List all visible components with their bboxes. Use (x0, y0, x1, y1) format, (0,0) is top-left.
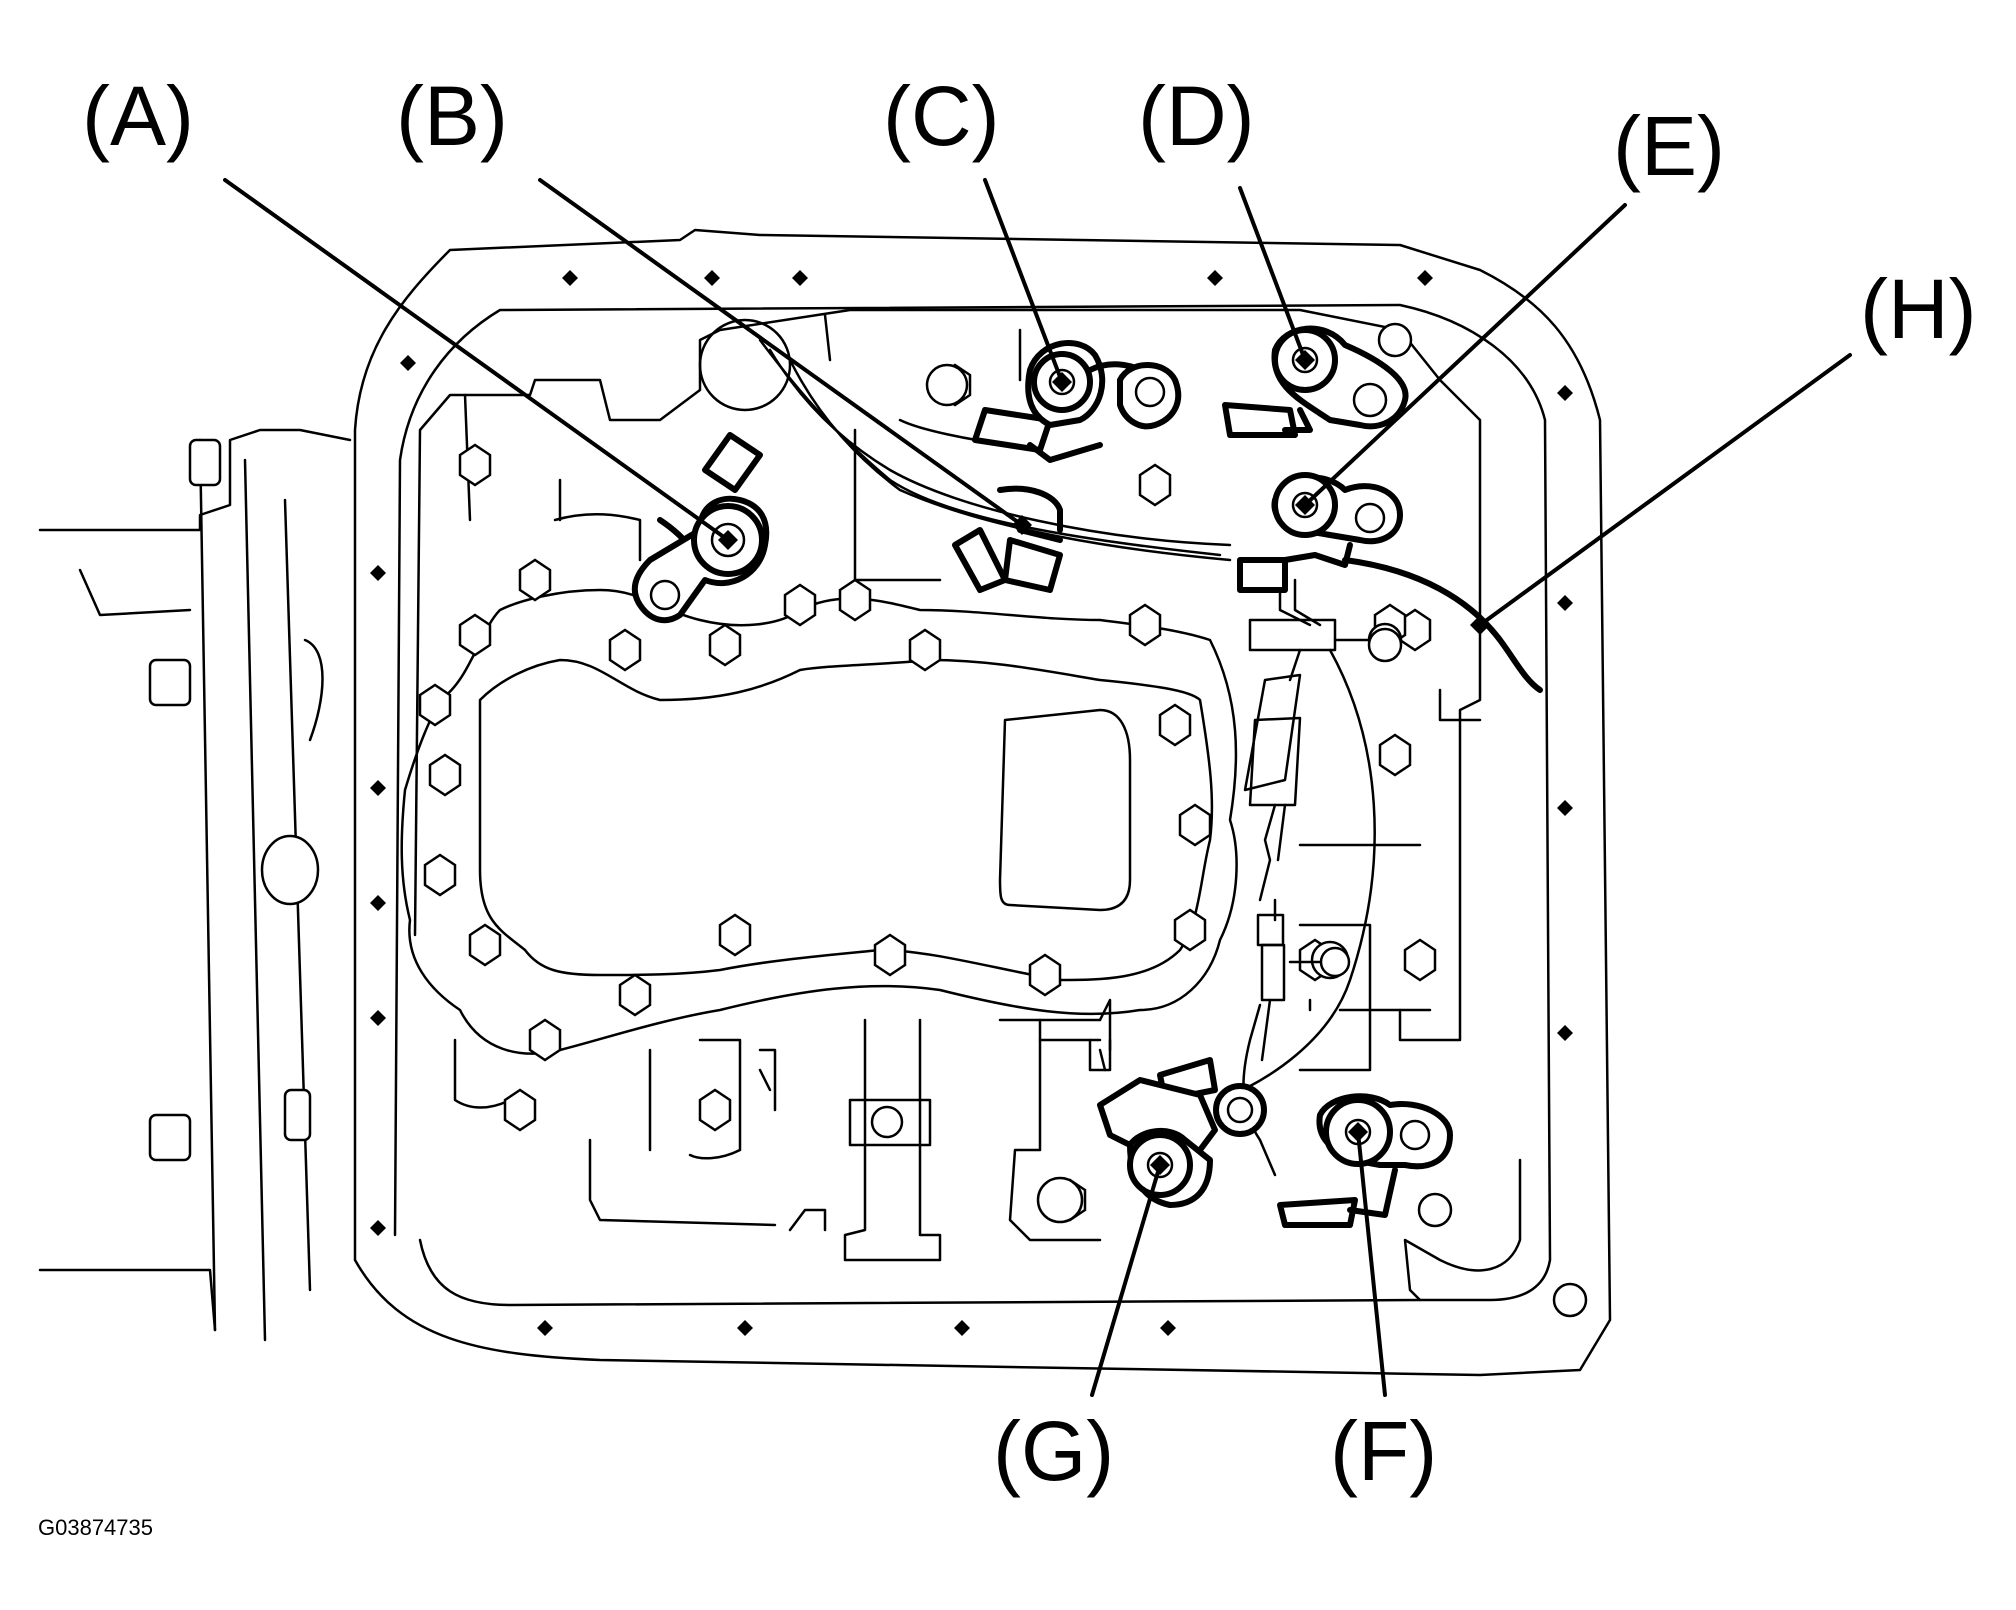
valve-body (413, 308, 1482, 1262)
callout-b: (B) (396, 69, 508, 163)
solenoid-c (972, 340, 1182, 463)
leader-lines (223, 178, 1852, 1397)
callout-c: (C) (883, 69, 1000, 163)
leader-tips (718, 350, 1490, 1175)
oil-pan-gasket (353, 228, 1612, 1377)
callout-d: (D) (1138, 69, 1255, 163)
callout-e: (E) (1613, 99, 1725, 193)
figure-id: G03874735 (38, 1515, 153, 1540)
solenoid-b (952, 485, 1063, 593)
callout-a: (A) (82, 69, 194, 163)
callout-h: (H) (1860, 262, 1977, 356)
solenoid-g (1097, 1057, 1267, 1208)
oil-strainer (400, 558, 1238, 1062)
callout-f: (F) (1330, 1404, 1437, 1498)
transmission-case-left (38, 428, 352, 1342)
callout-g: (G) (993, 1404, 1114, 1498)
solenoid-a (631, 432, 770, 624)
solenoid-f (1277, 1093, 1453, 1228)
valve-body-bolts (458, 322, 1453, 1228)
solenoid-e (1237, 472, 1403, 593)
wiring-harness (698, 318, 1543, 1177)
